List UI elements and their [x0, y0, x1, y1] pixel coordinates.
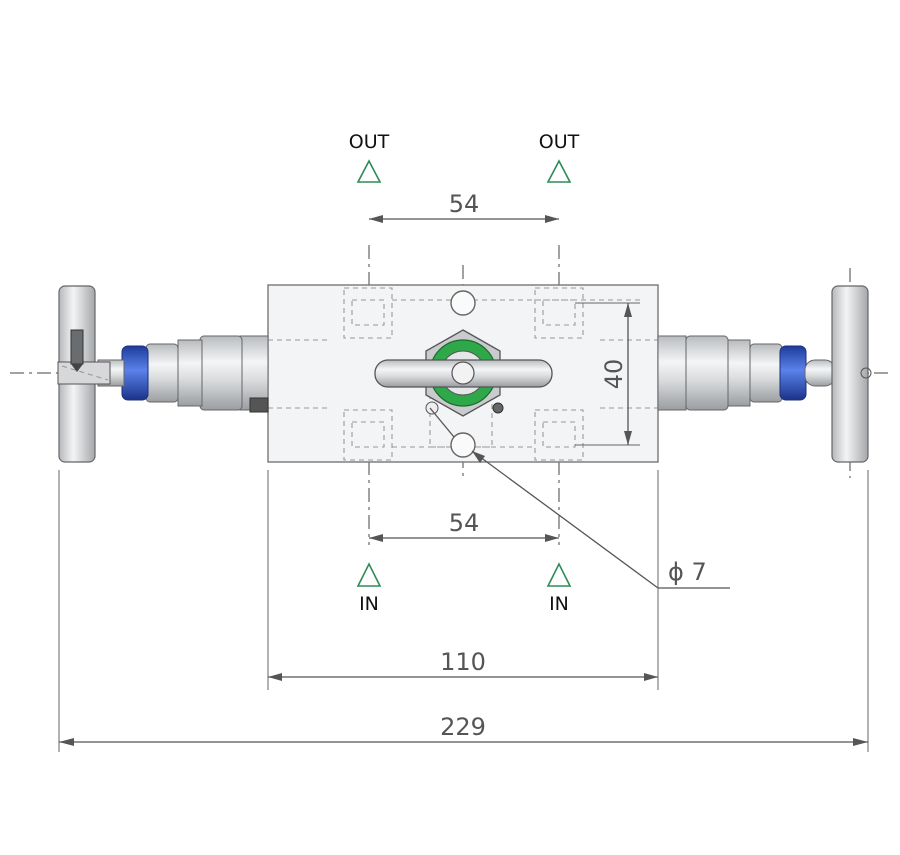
in-left-label: IN: [359, 593, 379, 615]
right-blue-seal: [779, 345, 807, 401]
out-right-triangle: [546, 159, 572, 183]
screw-left: [425, 401, 439, 415]
out-left-label: OUT: [349, 131, 390, 153]
dimension-height-40: 40: [575, 302, 640, 446]
port-markers: OUT OUT IN IN: [349, 131, 580, 615]
left-valve-assembly: [57, 285, 269, 463]
manifold-body: [267, 284, 659, 463]
in-right-triangle: [546, 562, 572, 587]
dimension-overall-229: 229: [58, 470, 869, 752]
screw-right: [492, 402, 504, 414]
mounting-hole-top: [450, 290, 476, 316]
left-blue-seal: [121, 345, 149, 401]
dim-top-spacing: 54: [449, 190, 480, 218]
in-left-triangle: [356, 562, 382, 587]
mounting-hole-bottom: [450, 432, 476, 458]
dim-overall-width: 229: [440, 713, 486, 741]
dim-body-height: 40: [600, 359, 628, 390]
out-left-triangle: [356, 159, 382, 183]
dimension-diameter-7: ϕ 7: [429, 407, 730, 589]
out-right-label: OUT: [539, 131, 580, 153]
dimension-bottom-54: 54: [369, 509, 559, 542]
in-right-label: IN: [549, 593, 569, 615]
right-valve-assembly: [657, 285, 872, 463]
dimension-top-54: 54: [369, 190, 559, 223]
dimension-width-110: 110: [267, 470, 659, 690]
dim-bottom-spacing: 54: [449, 509, 480, 537]
dim-body-width: 110: [440, 648, 486, 676]
dim-hole-diameter: ϕ 7: [668, 558, 707, 586]
right-t-handle: [831, 285, 869, 463]
